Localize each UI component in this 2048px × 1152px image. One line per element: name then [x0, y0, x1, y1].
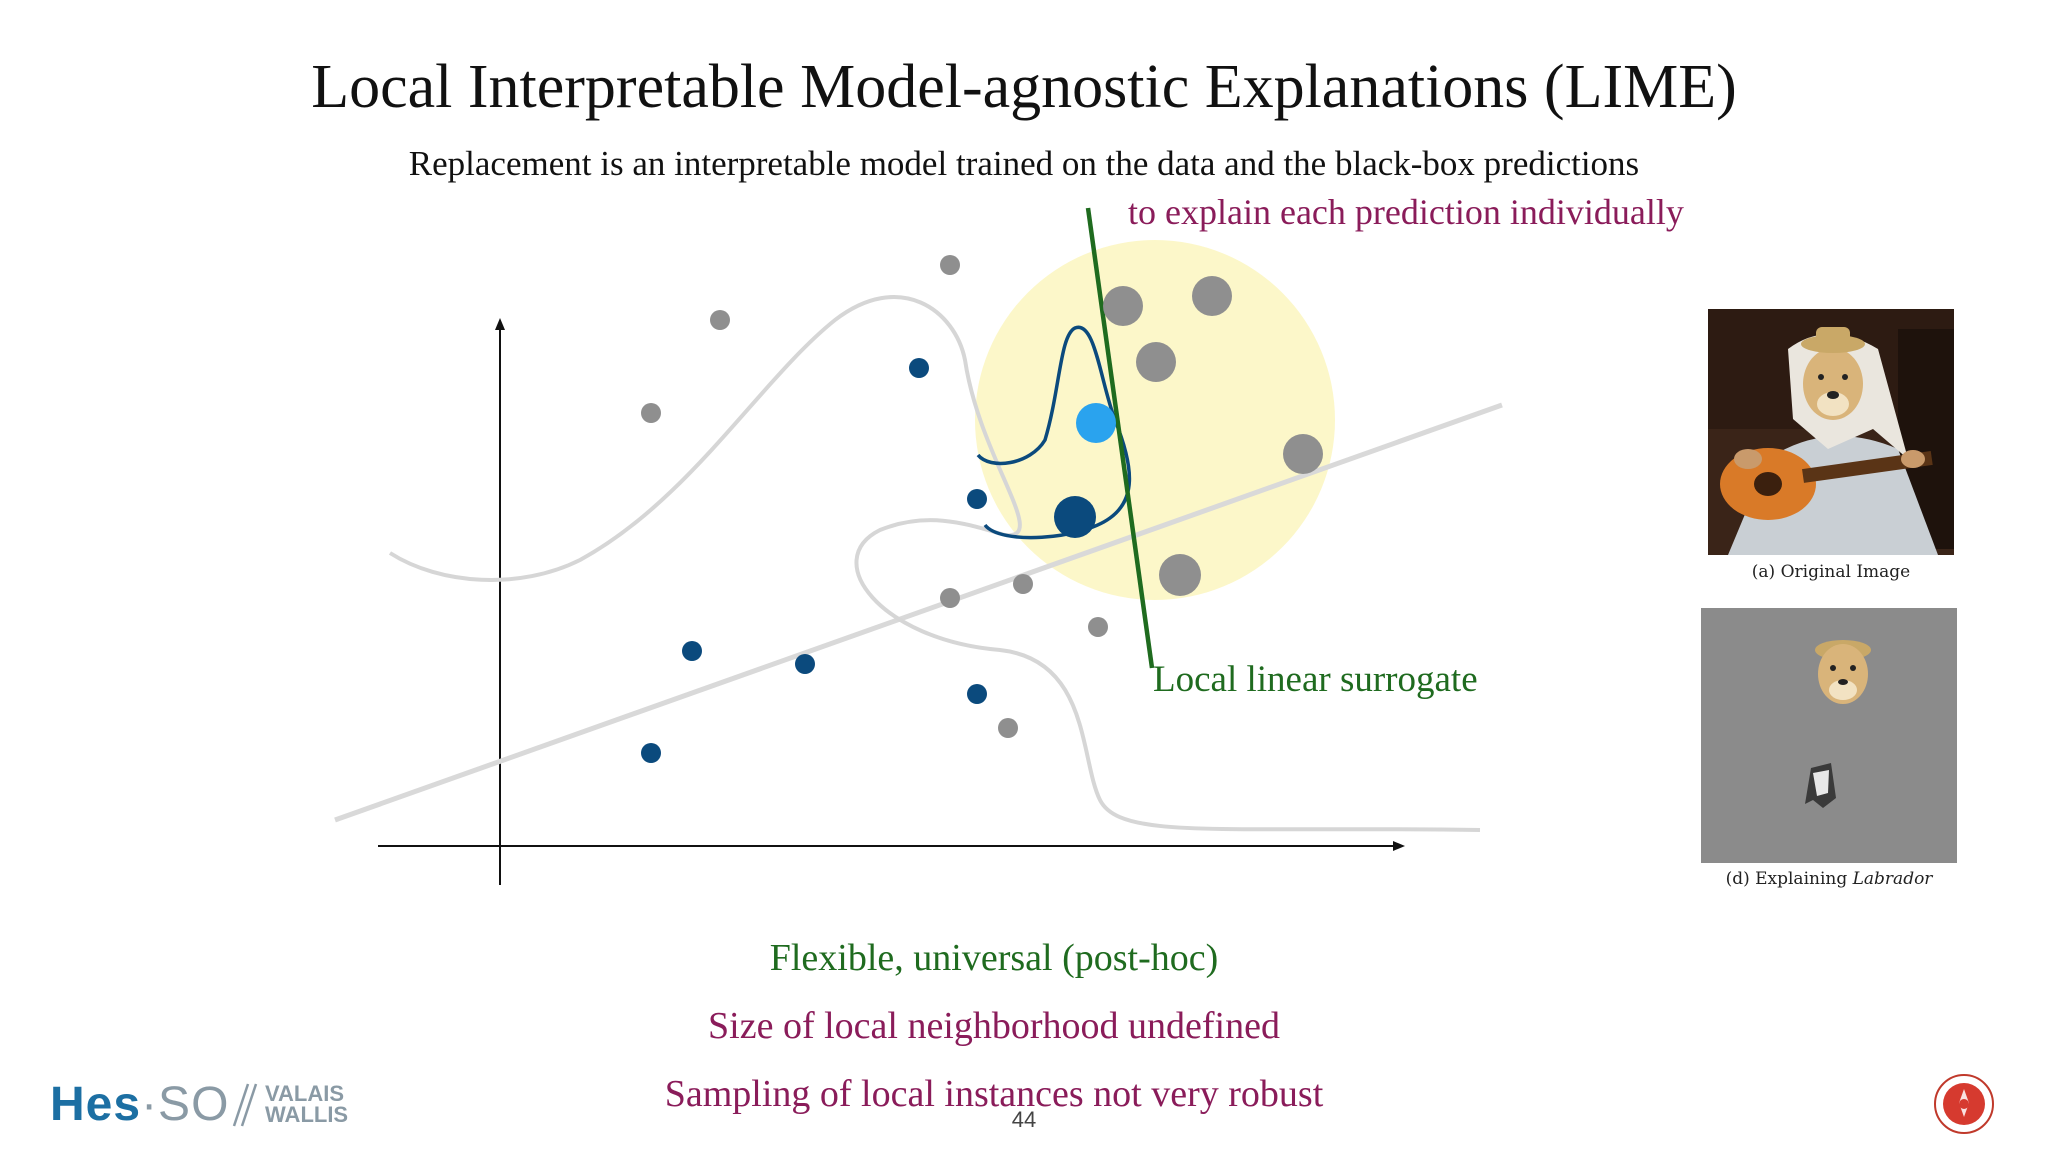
- blue-point: [967, 684, 987, 704]
- bullet-neighborhood: Size of local neighborhood undefined: [708, 1005, 1280, 1047]
- explaining-caption-prefix: (d) Explaining: [1725, 869, 1848, 889]
- original-image: [1708, 309, 1954, 555]
- logo-slashes-icon: [232, 1083, 258, 1127]
- gray-point-large: [1192, 276, 1232, 316]
- blue-point: [641, 743, 661, 763]
- blue-point: [682, 641, 702, 661]
- slide-subtitle: Replacement is an interpretable model tr…: [408, 144, 1640, 183]
- logo-dot: ·: [141, 1078, 159, 1131]
- logo-valais: VALAIS: [265, 1081, 345, 1106]
- gray-point: [940, 588, 960, 608]
- slide-title: Local Interpretable Model-agnostic Expla…: [311, 53, 1737, 121]
- gray-point: [1013, 574, 1033, 594]
- gray-point: [710, 310, 730, 330]
- explaining-image-caption: (d) Explaining Labrador: [1701, 869, 1957, 889]
- gray-point-large: [1283, 434, 1323, 474]
- x-axis-arrow: [1393, 841, 1405, 851]
- global-linear-line: [334, 402, 1503, 823]
- local-neighborhood: [975, 240, 1335, 600]
- logo-region: VALAIS WALLIS: [265, 1081, 349, 1127]
- hes-so-logo: Hes·SO: [50, 1077, 229, 1132]
- explain-note: to explain each prediction individually: [1128, 192, 1684, 232]
- blue-point: [967, 489, 987, 509]
- bullet-flexible: Flexible, universal (post-hoc): [769, 937, 1219, 979]
- gray-point-large: [1103, 286, 1143, 326]
- blue-point: [795, 654, 815, 674]
- logo-hes: Hes: [50, 1078, 142, 1131]
- explaining-caption-italic: Labrador: [1852, 869, 1933, 889]
- page-number: 44: [1011, 1107, 1037, 1132]
- valais-excellence-seal-icon: [1934, 1074, 1994, 1134]
- gray-point-large: [1136, 342, 1176, 382]
- surrogate-label: Local linear surrogate: [1153, 659, 1478, 700]
- gray-point: [641, 403, 661, 423]
- gray-point: [1088, 617, 1108, 637]
- original-image-caption: (a) Original Image: [1751, 562, 1911, 582]
- explaining-image: [1701, 608, 1957, 863]
- gray-point: [998, 718, 1018, 738]
- explained-instance: [1076, 403, 1116, 443]
- blue-point: [909, 358, 929, 378]
- gray-point: [940, 255, 960, 275]
- logo-so: SO: [158, 1078, 230, 1131]
- blue-point-large: [1054, 496, 1096, 538]
- bullet-sampling: Sampling of local instances not very rob…: [664, 1073, 1324, 1115]
- y-axis-arrow: [495, 318, 505, 330]
- gray-point-large: [1159, 554, 1201, 596]
- logo-wallis: WALLIS: [265, 1102, 349, 1127]
- local-linear-surrogate: [1085, 207, 1155, 669]
